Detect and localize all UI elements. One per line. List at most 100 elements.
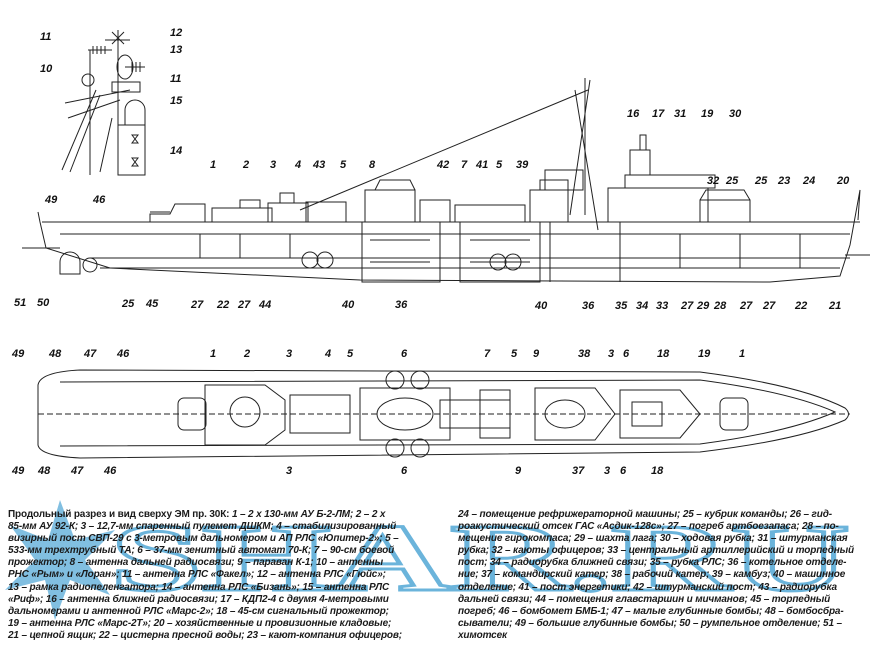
callout-label: 21	[828, 300, 841, 312]
callout-label: 5	[347, 348, 354, 360]
callout-label: 6	[623, 348, 630, 360]
caption-line: роакустический отсек ГАС «Асдик-128с»; 2…	[458, 521, 885, 533]
callout-label: 4	[294, 159, 301, 171]
caption-line: погреб; 46 – бомбомет БМБ-1; 47 – малые …	[458, 606, 885, 618]
callout-label: 28	[713, 300, 727, 312]
callout-label: 5	[511, 348, 518, 360]
callout-label: 48	[37, 465, 51, 477]
caption-text: роакустический отсек ГАС «Асдик-128с»; 2…	[458, 521, 839, 533]
callout-label: 44	[258, 299, 271, 311]
caption-text: дальней связи; 44 – помещения главстарши…	[458, 593, 831, 605]
callout-label: 32	[707, 175, 719, 187]
callout-label: 3	[286, 465, 292, 477]
caption-text: 533-мм трехтрубный ТА; 6 – 37-мм зенитны…	[8, 545, 395, 557]
callout-label: 1	[210, 348, 216, 360]
caption-text: 13 – рамка радиопеленгатора; 14 – антенн…	[8, 581, 390, 593]
caption-line: химотсек	[458, 630, 885, 642]
callout-label: 15	[170, 95, 183, 107]
callout-label: 13	[170, 44, 182, 56]
caption-text: пост; 34 – радиорубка ближней связи; 35 …	[458, 557, 847, 569]
callout-label: 36	[395, 299, 408, 311]
callout-label: 25	[725, 175, 739, 187]
caption-text: сыватели; 49 – большие глубинные бомбы; …	[458, 617, 842, 629]
callout-label: 5	[340, 159, 347, 171]
callout-label: 35	[615, 300, 628, 312]
callout-label: 6	[620, 465, 627, 477]
callout-label: 31	[674, 108, 686, 120]
callout-label: 49	[11, 465, 25, 477]
caption-text: дальномерами и антенной РЛС «Марс-2»; 18…	[8, 605, 389, 617]
callout-label: 34	[636, 300, 648, 312]
callout-label: 11	[40, 31, 51, 43]
callout-label: 46	[116, 348, 130, 360]
callout-label: 6	[401, 465, 408, 477]
caption-text: мещение гирокомпаса; 29 – шахта лага; 30…	[458, 533, 848, 545]
plan-view	[37, 369, 850, 459]
caption-line: 21 – цепной ящик; 22 – цистерна пресной …	[8, 630, 453, 642]
callout-label: 3	[286, 348, 292, 360]
caption-text: 19 – антенна РЛС «Марс-2Т»; 20 – хозяйст…	[8, 617, 392, 629]
callout-label: 23	[777, 175, 790, 187]
callout-label: 10	[40, 63, 53, 75]
callout-label: 3	[608, 348, 614, 360]
callout-label: 41	[475, 159, 488, 171]
caption-text: рубка; 32 – каюты офицеров; 33 – централ…	[458, 545, 854, 557]
caption-line: сыватели; 49 – большие глубинные бомбы; …	[458, 618, 885, 630]
callout-label: 27	[739, 300, 753, 312]
callout-label: 4	[324, 348, 331, 360]
callout-label: 14	[170, 145, 182, 157]
callout-label: 1	[210, 159, 216, 171]
callout-label: 27	[762, 300, 776, 312]
callout-label: 39	[516, 159, 529, 171]
callout-label: 48	[48, 348, 62, 360]
callout-label: 3	[270, 159, 276, 171]
callout-label: 25	[121, 298, 135, 310]
callout-label: 40	[534, 300, 548, 312]
callout-label: 33	[656, 300, 668, 312]
callout-label: 47	[70, 465, 84, 477]
callout-label: 40	[341, 299, 355, 311]
callout-label: 30	[729, 108, 742, 120]
callout-label: 2	[243, 348, 250, 360]
caption-text: отделение; 41 – пост энергетики; 42 – шт…	[458, 581, 837, 593]
callout-label: 7	[461, 159, 468, 171]
callout-label: 27	[190, 299, 204, 311]
callout-label: 18	[651, 465, 664, 477]
caption-line: рубка; 32 – каюты офицеров; 33 – централ…	[458, 545, 885, 557]
callout-label: 3	[604, 465, 610, 477]
callout-label: 8	[369, 159, 376, 171]
callout-label: 1	[739, 348, 745, 360]
callout-label: 38	[578, 348, 591, 360]
callout-label: 50	[37, 297, 50, 309]
caption-line: 13 – рамка радиопеленгатора; 14 – антенн…	[8, 582, 453, 594]
caption-text: 85-мм АУ 92-К; 3 – 12,7-мм спаренный пул…	[8, 521, 397, 533]
mast-inset	[61, 30, 146, 176]
callout-label: 5	[496, 159, 503, 171]
callout-label: 19	[698, 348, 711, 360]
caption-line: дальномерами и антенной РЛС «Марс-2»; 18…	[8, 606, 453, 618]
caption-text: 1 – 2 х 130-мм АУ Б-2-ЛМ; 2 – 2 х	[229, 509, 386, 520]
callout-label: 27	[237, 299, 251, 311]
callout-label: 51	[14, 297, 26, 309]
callout-label: 49	[11, 348, 25, 360]
caption-text: погреб; 46 – бомбомет БМБ-1; 47 – малые …	[458, 605, 844, 617]
caption-text: РНС «Рым» и «Лоран»; 11 – антенна РЛС «Ф…	[8, 569, 386, 581]
callout-label: 19	[701, 108, 714, 120]
side-profile	[22, 78, 870, 283]
caption-text: химотсек	[458, 629, 507, 641]
caption-text: 24 – помещение рефрижераторной машины; 2…	[458, 509, 832, 520]
callout-label: 18	[657, 348, 670, 360]
caption-text: ние; 37 – командирский катер; 38 – рабоч…	[458, 569, 846, 581]
callout-label: 9	[533, 348, 540, 360]
caption-text: визирный пост СВП-29 с 3-метровым дально…	[8, 533, 399, 545]
callout-label: 42	[436, 159, 449, 171]
callout-label: 7	[484, 348, 491, 360]
caption-title: Продольный разрез и вид сверху ЭМ пр. 30…	[8, 509, 230, 520]
callout-label: 2	[242, 159, 249, 171]
caption-line: «Риф»; 16 – антенна ближней радиосвязи; …	[8, 594, 453, 606]
caption-line: 19 – антенна РЛС «Марс-2Т»; 20 – хозяйст…	[8, 618, 453, 630]
callout-label: 25	[754, 175, 768, 187]
callout-label: 43	[312, 159, 325, 171]
caption-line: мещение гирокомпаса; 29 – шахта лага; 30…	[458, 533, 885, 545]
callout-label: 29	[696, 300, 710, 312]
